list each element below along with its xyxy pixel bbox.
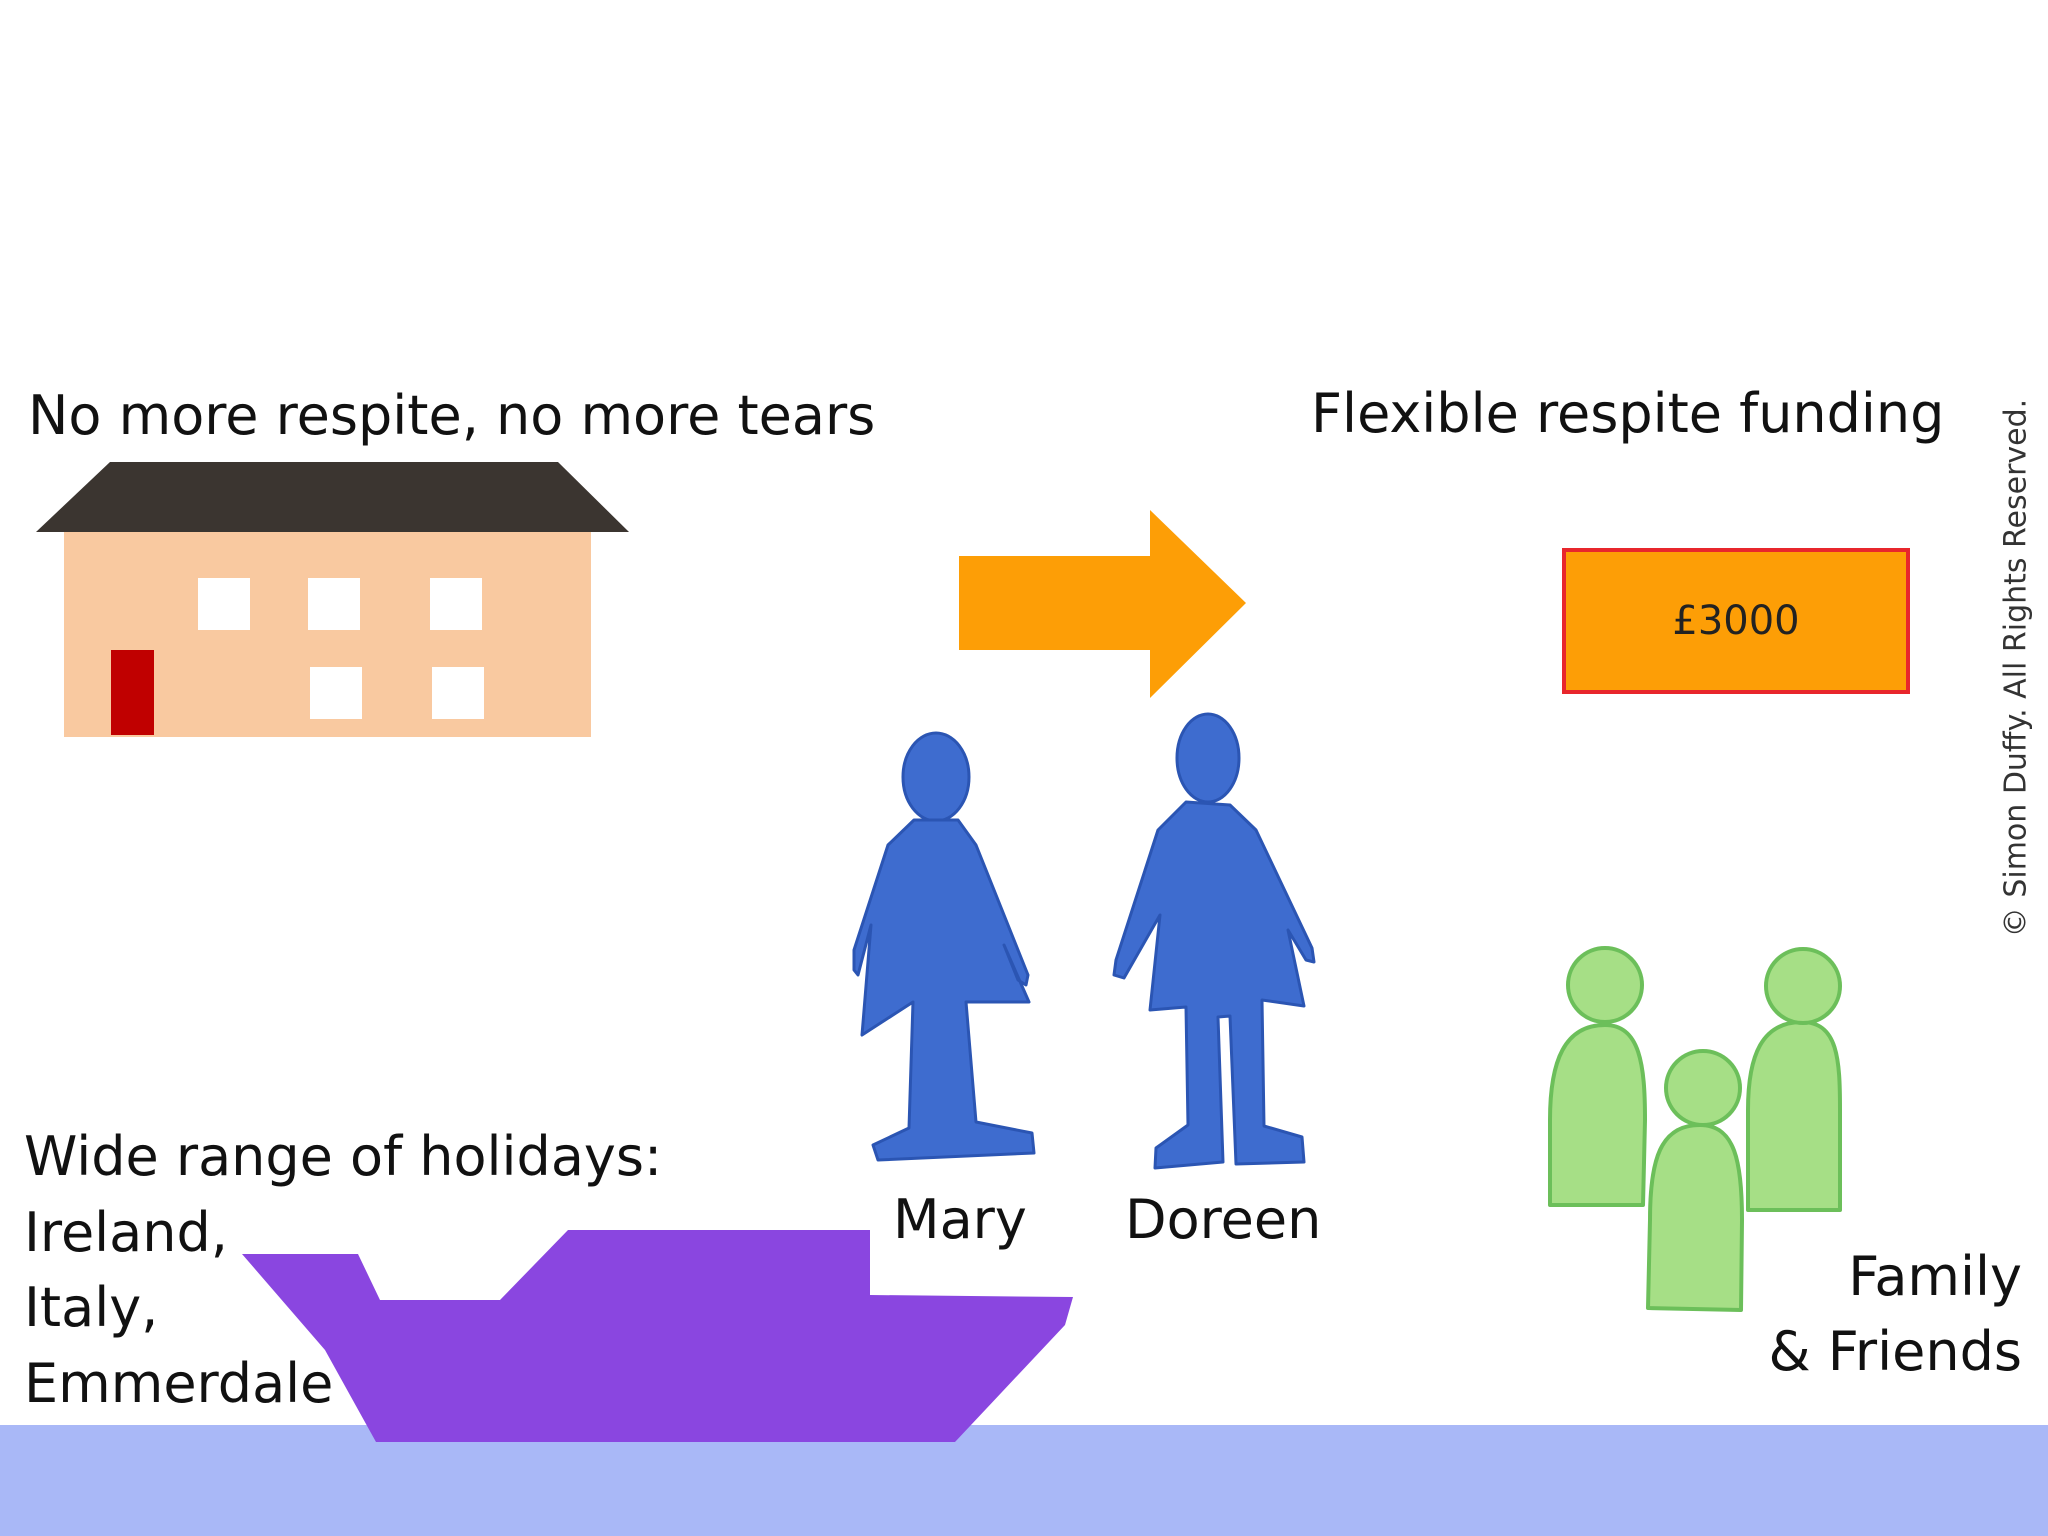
- person-label-mary: Mary: [893, 1188, 1027, 1251]
- right-title: Flexible respite funding: [1311, 382, 1945, 445]
- person-label-doreen: Doreen: [1125, 1188, 1322, 1251]
- water-strip: [0, 1425, 2048, 1536]
- funding-amount: £3000: [1672, 598, 1800, 644]
- family-label-line-1: Family: [1848, 1245, 2022, 1308]
- funding-amount-box: £3000: [1562, 548, 1910, 694]
- person-icon: [852, 731, 1036, 1162]
- holiday-item: Italy,: [24, 1276, 159, 1339]
- holidays-heading: Wide range of holidays:: [24, 1125, 663, 1188]
- family-group-icon: [1548, 946, 1842, 1312]
- holiday-item: Emmerdale: [24, 1352, 334, 1415]
- boat-icon: [242, 1230, 1073, 1442]
- holiday-item: Ireland,: [24, 1201, 228, 1264]
- family-label-line-2: & Friends: [1768, 1320, 2022, 1383]
- arrow-right-icon: [959, 510, 1246, 698]
- copyright-notice: © Simon Duffy. All Rights Reserved.: [1998, 398, 2034, 938]
- left-title: No more respite, no more tears: [28, 384, 876, 447]
- house-icon: [36, 462, 629, 737]
- person-icon: [1112, 712, 1316, 1170]
